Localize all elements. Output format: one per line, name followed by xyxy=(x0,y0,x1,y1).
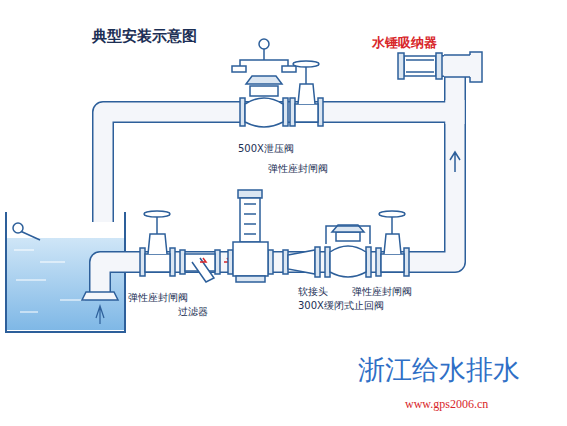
part-label: 弹性座封闸阀 xyxy=(128,292,188,304)
part-label: 过滤器 xyxy=(178,306,208,318)
float-ball xyxy=(13,223,23,233)
diagram-title: 典型安装示意图 xyxy=(92,28,197,45)
pipes xyxy=(100,66,455,292)
bell-mouth xyxy=(82,292,118,300)
water-hammer-absorber xyxy=(398,53,442,79)
part-label: 500X泄压阀 xyxy=(238,143,294,155)
part-label: 软接头 xyxy=(298,286,328,298)
flexible-joint xyxy=(283,247,320,277)
part-label: 弹性座封闸阀 xyxy=(352,286,412,298)
relief-valve xyxy=(232,39,296,127)
watermark: 浙江给水排水 xyxy=(358,354,520,385)
gate-valve xyxy=(290,61,323,126)
check-valve xyxy=(325,225,371,277)
part-label: 弹性座封闸阀 xyxy=(268,163,328,175)
gate-valve xyxy=(140,211,175,276)
flow-arrow xyxy=(96,306,104,324)
gate-valve xyxy=(376,211,409,276)
part-label: 300X缓闭式止回阀 xyxy=(298,300,384,312)
part-label: 水锤吸纳器 xyxy=(372,36,437,51)
flow-arrow xyxy=(450,152,460,172)
pump xyxy=(228,190,273,282)
filter xyxy=(180,250,220,282)
watermark-url: www.gps2006.cn xyxy=(405,398,488,412)
flow-marker xyxy=(200,258,230,262)
water-ripple xyxy=(14,250,85,312)
